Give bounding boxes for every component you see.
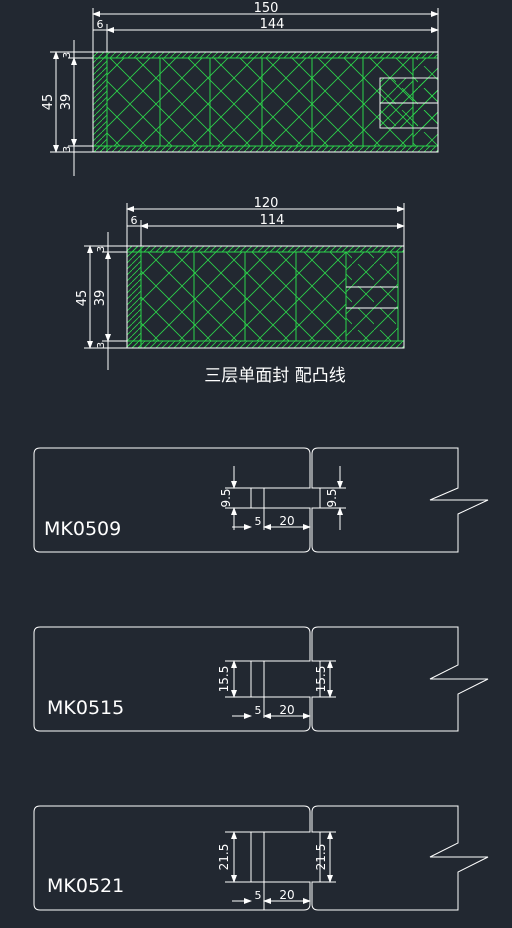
s2-dim-inner: 114 [260, 213, 285, 228]
mk0521-code: MK0521 [47, 875, 124, 897]
profile-mk0521: MK0521 21.5 21.5 5 20 [33, 805, 489, 911]
profile-mk0515: MK0515 15.5 15.5 5 20 [33, 626, 489, 732]
s2-dim-bottom: 3 [96, 342, 107, 348]
s1-dim-core: 39 [59, 94, 74, 111]
section-1-drawing: 150 144 6 45 39 3 3 [41, 1, 439, 176]
mk0509-dim-tongue: 20 [279, 514, 294, 528]
mk0515-dim-tongue: 20 [279, 703, 294, 717]
s1-dim-height: 45 [41, 94, 56, 111]
mk0515-code: MK0515 [47, 697, 124, 719]
mk0521-dim-gap: 5 [255, 889, 262, 902]
mk0509-dim-right: 9.5 [325, 488, 339, 507]
profile-mk0509: MK0509 9.5 9.5 5 20 [33, 447, 489, 553]
s1-dim-top: 3 [62, 52, 73, 58]
s1-dim-inner: 144 [260, 17, 285, 32]
s1-dim-edge: 6 [97, 18, 104, 31]
s2-caption: 三层单面封 配凸线 [204, 366, 345, 386]
mk0509-dim-left: 9.5 [219, 488, 233, 507]
s2-dim-total: 120 [254, 196, 279, 211]
s2-dim-edge: 6 [131, 214, 138, 227]
mk0515-dim-left: 15.5 [217, 666, 231, 693]
mk0521-dim-left: 21.5 [217, 844, 231, 871]
mk0515-dim-gap: 5 [255, 704, 262, 717]
s2-dim-top: 3 [96, 246, 107, 252]
mk0509-dim-gap: 5 [255, 515, 262, 528]
mk0521-dim-tongue: 20 [279, 888, 294, 902]
s1-dim-bottom: 3 [62, 146, 73, 152]
mk0509-code: MK0509 [44, 518, 121, 540]
s2-dim-height: 45 [75, 290, 90, 307]
section-2-drawing: 120 114 6 45 39 3 3 三层单面封 配凸线 [75, 196, 405, 386]
mk0515-dim-right: 15.5 [314, 666, 328, 693]
s2-dim-core: 39 [93, 290, 108, 307]
s1-dim-total: 150 [254, 1, 279, 16]
mk0521-dim-right: 21.5 [314, 844, 328, 871]
